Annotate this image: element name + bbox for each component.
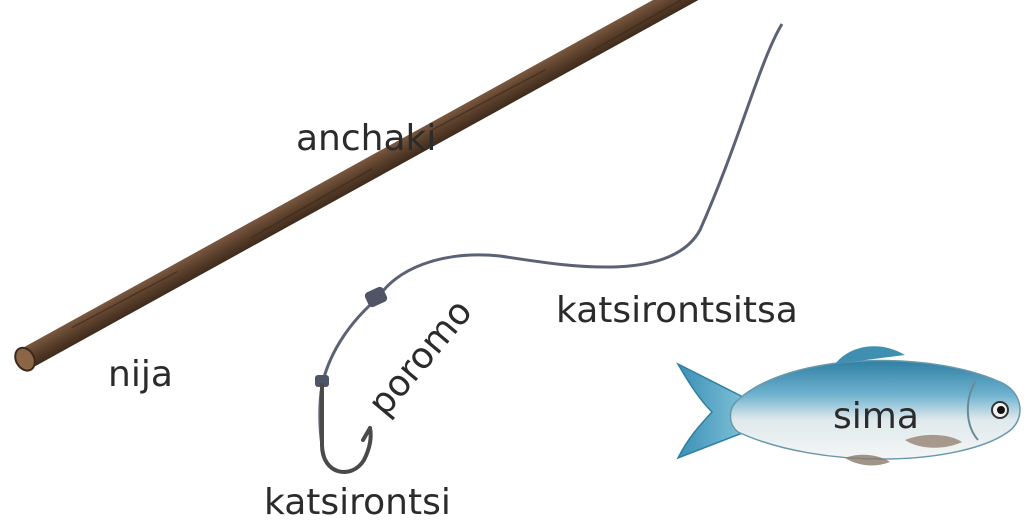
label-fish: sima [833,396,919,437]
label-hook: katsirontsi [264,482,451,520]
label-line: katsirontsitsa [556,290,798,331]
label-knot-section: poromo [360,292,480,424]
label-rod: anchaki [296,118,436,159]
label-rod-butt: nija [108,354,173,395]
fish-pupil [997,406,1005,414]
